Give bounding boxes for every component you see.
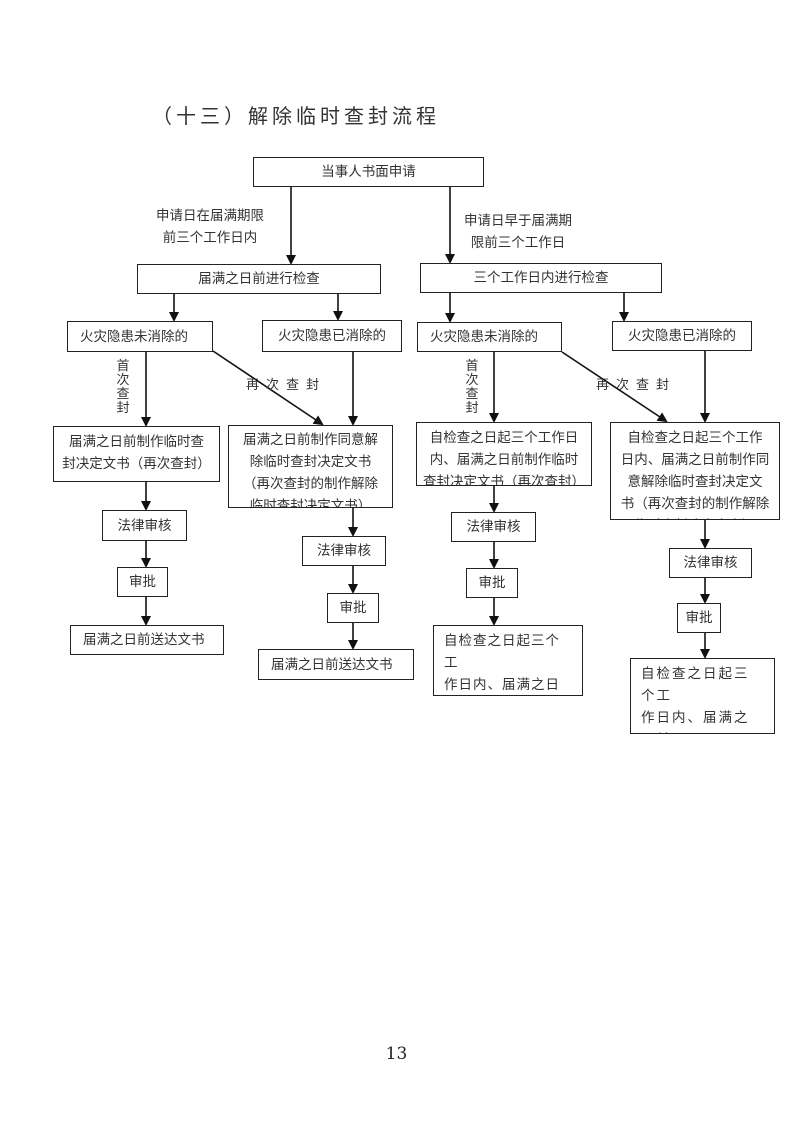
page-number: 13: [385, 1044, 408, 1064]
node-right-release-document: 自检查之日起三个工作 日内、届满之日前制作同 意解除临时查封决定文 书（再次查封…: [610, 422, 780, 520]
node-left-check: 届满之日前进行检查: [137, 264, 381, 294]
node-left-release-legal-review: 法律审核: [302, 536, 386, 566]
node-left-not-eliminated: 火灾隐患未消除的: [67, 321, 213, 352]
node-left-release-approval: 审批: [327, 593, 379, 623]
node-application: 当事人书面申请: [253, 157, 484, 187]
node-right-release-approval: 审批: [677, 603, 721, 633]
arrow-right-reseal: [561, 351, 668, 423]
node-right-seal-legal-review: 法律审核: [451, 512, 536, 542]
node-right-release-legal-review: 法律审核: [669, 548, 752, 578]
branch-label-right: 申请日早于届满期 限前三个工作日: [464, 213, 572, 251]
page-title: （十三）解除临时查封流程: [152, 104, 440, 128]
node-label: 当事人书面申请: [321, 164, 416, 180]
label-right-reseal: 再次查封: [596, 378, 677, 393]
node-left-seal-deliver: 届满之日前送达文书: [70, 625, 224, 655]
branch-label-left: 申请日在届满期限 前三个工作日内: [156, 208, 264, 246]
node-left-seal-approval: 审批: [117, 567, 168, 597]
node-left-seal-legal-review: 法律审核: [102, 510, 187, 541]
label-left-reseal: 再次查封: [246, 378, 327, 393]
label-right-first-seal: 首次查封: [465, 359, 479, 416]
node-right-seal-document: 自检查之日起三个工作日 内、届满之日前制作临时 查封决定文书（再次查封）: [416, 422, 592, 486]
node-right-eliminated: 火灾隐患已消除的: [612, 321, 752, 351]
node-left-eliminated: 火灾隐患已消除的: [262, 320, 402, 352]
arrow-left-reseal: [212, 350, 324, 426]
node-right-seal-deliver: 自检查之日起三个工 作日内、届满之日前 送达文书: [433, 625, 583, 696]
node-right-release-deliver: 自检查之日起三个工 作日内、届满之日前 送达文书: [630, 658, 775, 734]
node-right-check: 三个工作日内进行检查: [420, 263, 662, 293]
node-right-not-eliminated: 火灾隐患未消除的: [417, 322, 562, 352]
node-left-release-deliver: 届满之日前送达文书: [258, 649, 414, 680]
node-right-seal-approval: 审批: [466, 568, 518, 598]
node-left-seal-document: 届满之日前制作临时查 封决定文书（再次查封）: [53, 426, 220, 482]
node-left-release-document: 届满之日前制作同意解 除临时查封决定文书 （再次查封的制作解除 临时查封决定文书…: [228, 425, 393, 508]
label-left-first-seal: 首次查封: [116, 359, 130, 416]
